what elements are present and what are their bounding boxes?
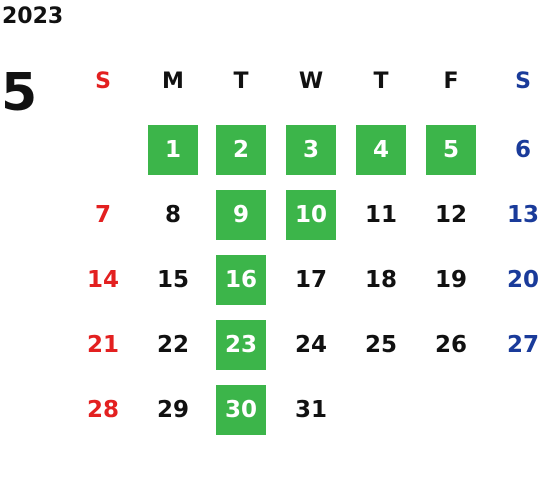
- day-cell-marked[interactable]: 5: [426, 125, 476, 175]
- day-cell[interactable]: 24: [294, 332, 327, 358]
- day-cell[interactable]: 28: [86, 397, 119, 423]
- day-cell[interactable]: 25: [364, 332, 397, 358]
- day-cell[interactable]: 13: [506, 202, 539, 228]
- day-cell[interactable]: 19: [434, 267, 467, 293]
- day-cell[interactable]: 15: [156, 267, 189, 293]
- day-cell[interactable]: 27: [506, 332, 539, 358]
- day-cell[interactable]: 11: [364, 202, 397, 228]
- day-cell[interactable]: 17: [294, 267, 327, 293]
- day-cell[interactable]: 20: [506, 267, 539, 293]
- day-cell-marked[interactable]: 9: [216, 190, 266, 240]
- day-cell-marked[interactable]: 16: [216, 255, 266, 305]
- day-cell[interactable]: 31: [294, 397, 327, 423]
- day-cell-marked[interactable]: 23: [216, 320, 266, 370]
- day-cell[interactable]: 26: [434, 332, 467, 358]
- day-cell[interactable]: 7: [94, 202, 111, 228]
- day-cell[interactable]: 22: [156, 332, 189, 358]
- day-cell[interactable]: 18: [364, 267, 397, 293]
- weekday-header-sat: S: [515, 68, 531, 94]
- day-cell[interactable]: 14: [86, 267, 119, 293]
- weekday-header-tue: T: [233, 68, 249, 94]
- day-cell-marked[interactable]: 30: [216, 385, 266, 435]
- day-cell[interactable]: 29: [156, 397, 189, 423]
- weekday-header-mon: M: [162, 68, 184, 94]
- weekday-header-wed: W: [298, 68, 324, 94]
- day-cell-marked[interactable]: 3: [286, 125, 336, 175]
- day-cell-marked[interactable]: 1: [148, 125, 198, 175]
- day-cell-marked[interactable]: 10: [286, 190, 336, 240]
- weekday-header-sun: S: [95, 68, 111, 94]
- day-cell-marked[interactable]: 2: [216, 125, 266, 175]
- calendar-year: 2023: [2, 4, 64, 29]
- day-cell[interactable]: 12: [434, 202, 467, 228]
- weekday-header-fri: F: [443, 68, 459, 94]
- calendar-month: 5: [1, 63, 38, 123]
- day-cell[interactable]: 21: [86, 332, 119, 358]
- day-cell[interactable]: 8: [164, 202, 181, 228]
- day-cell[interactable]: 6: [514, 137, 531, 163]
- day-cell-marked[interactable]: 4: [356, 125, 406, 175]
- weekday-header-thu: T: [373, 68, 389, 94]
